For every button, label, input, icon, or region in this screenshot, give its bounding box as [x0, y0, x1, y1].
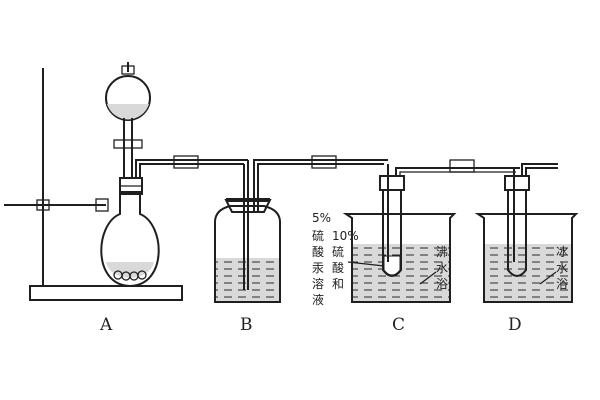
svg-text:液: 液	[312, 292, 324, 307]
tube-c-to-d	[387, 164, 520, 262]
svg-text:酸: 酸	[332, 260, 344, 275]
label-d: D	[508, 315, 522, 335]
separatory-funnel-bulb	[105, 75, 151, 121]
svg-text:和: 和	[332, 277, 344, 291]
svg-text:酸: 酸	[312, 244, 324, 259]
svg-text:水: 水	[556, 261, 568, 275]
annotation-10-percent: 10%	[332, 229, 359, 243]
svg-text:冰: 冰	[556, 245, 568, 259]
flask-liquid	[106, 262, 154, 278]
tube-b-to-c	[253, 159, 388, 212]
label-a: A	[99, 315, 113, 335]
apparatus-d	[474, 163, 579, 303]
svg-text:浴: 浴	[436, 277, 448, 291]
boiling-chips	[113, 270, 147, 281]
test-tube-d-outlet	[521, 163, 558, 176]
beaker-d	[474, 213, 579, 303]
annotation-ice-water-bath: 冰 水 浴	[556, 245, 568, 291]
test-tube-c-stopper	[379, 175, 405, 191]
svg-text:汞: 汞	[312, 261, 324, 275]
label-b: B	[240, 315, 253, 335]
annotation-mercury-sulfate: 硫 酸 汞 溶 液	[312, 228, 324, 307]
leader-ice	[539, 271, 557, 285]
rubber-joint-2	[311, 155, 337, 169]
funnel-liquid	[107, 104, 149, 120]
test-tube-c	[382, 190, 402, 277]
label-c: C	[392, 315, 405, 335]
rubber-joint-1	[173, 155, 199, 169]
test-tube-d	[507, 190, 527, 277]
svg-text:沸: 沸	[436, 245, 448, 259]
svg-text:浴: 浴	[556, 277, 568, 291]
wash-bottle	[214, 205, 281, 303]
svg-text:硫: 硫	[332, 244, 344, 259]
svg-text:水: 水	[436, 261, 448, 275]
beaker-c	[342, 213, 457, 303]
annotation-boiling-water-bath: 沸 水 浴	[436, 245, 448, 291]
annotation-5-percent: 5%	[312, 211, 331, 225]
svg-text:溶: 溶	[312, 276, 324, 291]
funnel-stopcock	[113, 139, 143, 149]
tube-a-to-b	[135, 159, 248, 178]
apparatus-a	[4, 62, 248, 301]
svg-text:硫: 硫	[312, 228, 324, 243]
test-tube-d-stopper	[504, 175, 530, 191]
stand-base	[29, 285, 183, 301]
clamp-jaw	[95, 198, 109, 212]
clamp-boss	[36, 199, 50, 211]
bottle-inlet-tube	[243, 160, 249, 290]
leader-boil	[419, 271, 437, 285]
round-flask	[100, 191, 160, 288]
annotation-sulfuric-acid: 硫 酸 和	[332, 244, 344, 291]
apparatus-c	[342, 159, 520, 303]
rubber-joint-3	[449, 159, 475, 173]
leader-acid	[347, 261, 385, 267]
apparatus-b	[214, 155, 388, 303]
